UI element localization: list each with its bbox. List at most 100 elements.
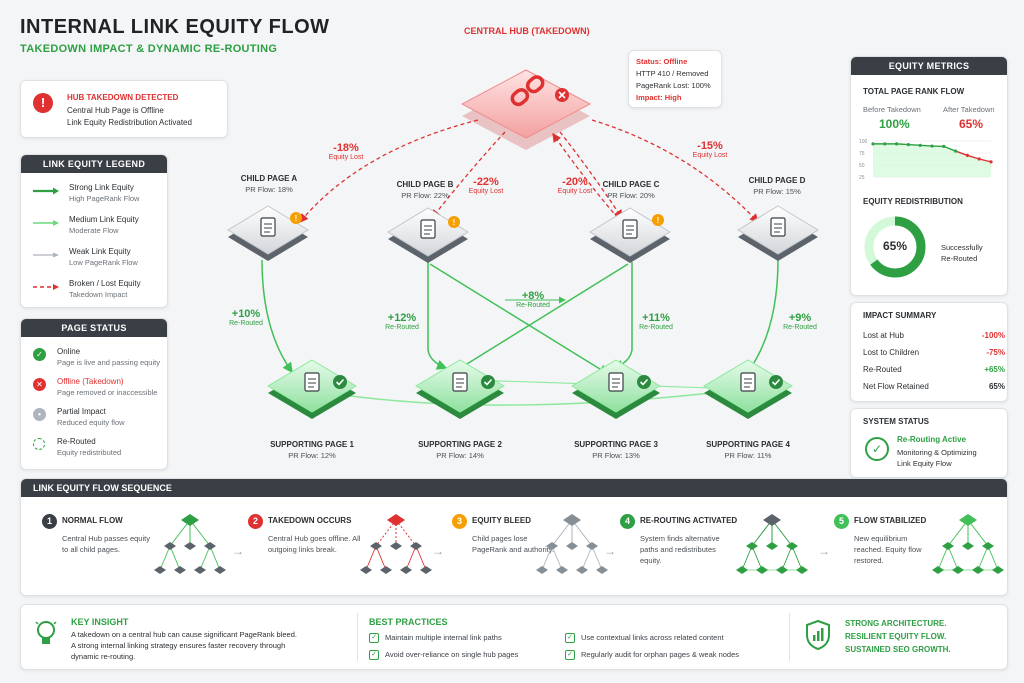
spark-point — [965, 153, 969, 157]
alert-icon: ! — [33, 93, 53, 113]
thumbnail-2 — [360, 514, 432, 574]
reroute-label-c: +11%Re-Routed — [639, 312, 673, 331]
insight-title: KEY INSIGHT — [71, 617, 129, 627]
arrow-right-icon: → — [818, 544, 830, 558]
reroute-c-s2 — [452, 263, 629, 373]
step-title: NORMAL FLOW — [62, 516, 123, 525]
alert-line-2: Link Equity Redistribution Activated — [67, 118, 192, 127]
insight-line-2: A strong internal linking strategy ensur… — [71, 641, 286, 650]
best-practices-title: BEST PRACTICES — [369, 617, 448, 627]
arrow-right-icon: → — [232, 544, 244, 558]
impact-summary-panel: IMPACT SUMMARY Lost at Hub-100% Lost to … — [850, 302, 1008, 402]
step-number: 5 — [834, 514, 849, 529]
step-number: 3 — [452, 514, 467, 529]
checkbox-icon: ✓ — [565, 633, 575, 644]
step-number: 2 — [248, 514, 263, 529]
system-desc-2: Link Equity Flow — [897, 459, 952, 468]
broken-line-icon — [33, 284, 59, 290]
hub-info-box: Status: Offline HTTP 410 / Removed PageR… — [628, 50, 722, 108]
redistribution-donut — [864, 216, 926, 278]
redistribution-label: EQUITY REDISTRIBUTION — [863, 197, 963, 206]
spark-line-after — [955, 150, 992, 163]
supporting-node-3 — [571, 359, 661, 419]
insight-line-3: dynamic re-routing. — [71, 652, 136, 661]
check-circle-icon: ✓ — [865, 437, 889, 461]
system-desc-1: Monitoring & Optimizing — [897, 448, 977, 457]
lost-link-d — [591, 119, 759, 223]
status-desc: Page removed or inaccessible — [57, 388, 158, 397]
lost-equity-links — [299, 119, 759, 223]
thumbnail-1 — [154, 514, 226, 574]
footer-divider — [789, 613, 790, 661]
spark-area — [873, 143, 991, 177]
spark-point — [895, 142, 899, 146]
lost-link-b — [431, 131, 506, 220]
step-desc: System finds alternative paths and redis… — [640, 534, 720, 565]
step-number: 4 — [620, 514, 635, 529]
reroute-label-a: +10%Re-Routed — [229, 308, 263, 327]
lost-link-c-return — [552, 132, 619, 219]
lost-label-b: -22%Equity Lost — [468, 176, 504, 195]
legend-desc: High PageRank Flow — [69, 194, 140, 203]
hub-pr-lost: PageRank Lost: 100% — [636, 81, 711, 90]
lost-link-a — [299, 119, 479, 223]
hub-impact: Impact: High — [636, 93, 682, 102]
step-desc: Child pages lose PageRank and authority. — [472, 534, 554, 554]
step-number: 1 — [42, 514, 57, 529]
legend-label: Medium Link Equity — [69, 215, 139, 224]
supporting-node-2 — [415, 359, 505, 419]
before-label: Before Takedown — [863, 105, 921, 114]
hub-label: CENTRAL HUB (TAKEDOWN) — [464, 26, 590, 36]
best-practice-item: ✓Regularly audit for orphan pages & weak… — [565, 650, 739, 661]
tagline-2: RESILIENT EQUITY FLOW. — [845, 632, 947, 641]
flow-sequence-panel: LINK EQUITY FLOW SEQUENCE — [20, 478, 1008, 596]
spark-point — [883, 142, 887, 146]
impact-row: Re-Routed+65% — [863, 365, 1005, 374]
document-icon — [420, 219, 436, 239]
central-hub-node[interactable] — [460, 69, 592, 150]
spark-point — [918, 143, 922, 147]
tagline-3: SUSTAINED SEO GROWTH. — [845, 645, 951, 654]
alert-title: HUB TAKEDOWN DETECTED — [67, 93, 179, 102]
hub-http: HTTP 410 / Removed — [636, 69, 709, 78]
supporting-nodes[interactable] — [267, 359, 793, 419]
child-nodes[interactable]: ! ! ! — [227, 205, 819, 263]
strong-line-icon — [33, 187, 59, 195]
reroute-label-d: +9%Re-Routed — [783, 312, 817, 331]
document-icon — [740, 372, 756, 392]
reroute-a-s1 — [261, 259, 293, 374]
spark-point — [977, 157, 981, 161]
warning-icon — [448, 216, 460, 228]
spark-tick-label: 75 — [859, 151, 865, 157]
legend-label: Broken / Lost Equity — [69, 279, 141, 288]
sequence-thumbnails — [154, 514, 1004, 574]
status-online: ✓ Online Page is live and passing equity — [29, 347, 169, 375]
warning-icon — [290, 212, 302, 224]
svg-text:!: ! — [295, 214, 298, 223]
flow-diagram: ! ! ! — [227, 69, 819, 419]
x-icon: ✕ — [33, 378, 46, 391]
page-status-title: PAGE STATUS — [21, 319, 167, 337]
legend-item-broken: Broken / Lost Equity Takedown Impact — [29, 279, 169, 307]
spark-point — [871, 142, 875, 146]
page-subtitle: TAKEDOWN IMPACT & DYNAMIC RE-ROUTING — [20, 43, 278, 55]
thumbnail-5 — [932, 514, 1004, 574]
sequence-header — [21, 479, 1007, 497]
after-value: 65% — [959, 117, 984, 131]
checkbox-icon: ✓ — [369, 650, 379, 661]
spark-point — [989, 160, 993, 164]
document-icon — [260, 217, 276, 237]
broken-link-icon — [510, 75, 545, 107]
check-icon — [769, 375, 783, 389]
sequence-title: LINK EQUITY FLOW SEQUENCE — [33, 483, 172, 493]
weak-line-icon — [33, 252, 59, 258]
legend-item-weak: Weak Link Equity Low PageRank Flow — [29, 247, 169, 275]
status-rerouted: Re-Routed Equity redistributed — [29, 437, 169, 465]
child-node-d — [737, 205, 819, 261]
legend-title: LINK EQUITY LEGEND — [21, 155, 167, 173]
step-title: TAKEDOWN OCCURS — [268, 516, 352, 525]
